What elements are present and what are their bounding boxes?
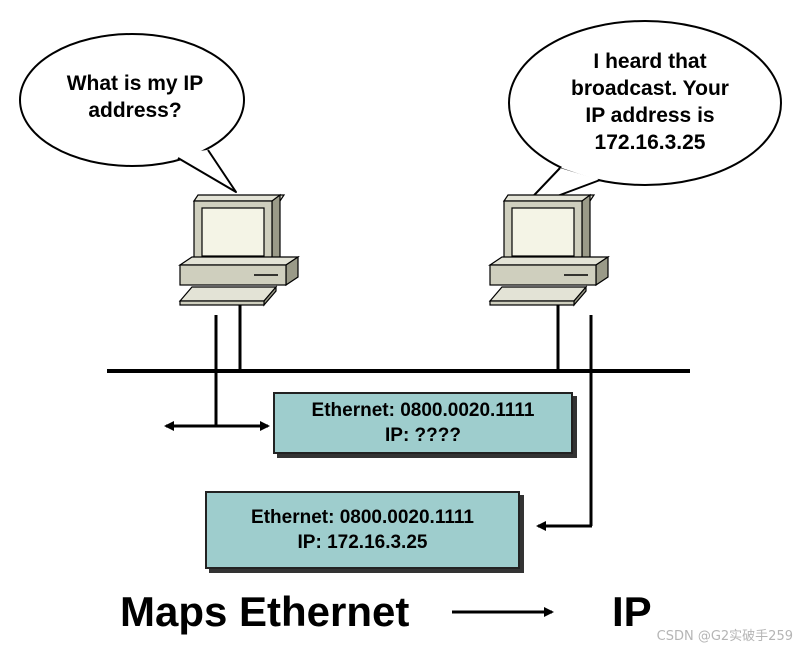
right-bubble-line: broadcast. Your (571, 77, 729, 100)
watermark: CSDN @G2实破手259 (656, 629, 793, 644)
reply-packet: Ethernet: 0800.0020.1111 IP: 172.16.3.25 (205, 491, 520, 569)
left-bubble-line: address? (88, 99, 182, 122)
right-bubble-line: I heard that (593, 50, 707, 73)
request-ethernet-label: Ethernet: 0800.0020.1111 (311, 400, 535, 421)
reply-ip-label: IP: 172.16.3.25 (297, 532, 428, 553)
request-packet: Ethernet: 0800.0020.1111 IP: ???? (273, 392, 573, 454)
right-bubble-line: 172.16.3.25 (594, 131, 706, 154)
left-bubble-text: What is my IP address? (40, 70, 230, 124)
caption-left: Maps Ethernet (120, 588, 410, 635)
left-bubble-line: What is my IP (66, 72, 204, 95)
caption-right: IP (612, 588, 652, 635)
reply-ethernet-label: Ethernet: 0800.0020.1111 (251, 507, 474, 528)
request-ip-label: IP: ???? (385, 425, 461, 446)
right-bubble-text: I heard that broadcast. Your IP address … (530, 48, 770, 156)
right-bubble-line: IP address is (585, 104, 715, 127)
left-speech-bubble (19, 33, 245, 193)
computer-icon (488, 193, 610, 307)
computer-icon (178, 193, 300, 307)
